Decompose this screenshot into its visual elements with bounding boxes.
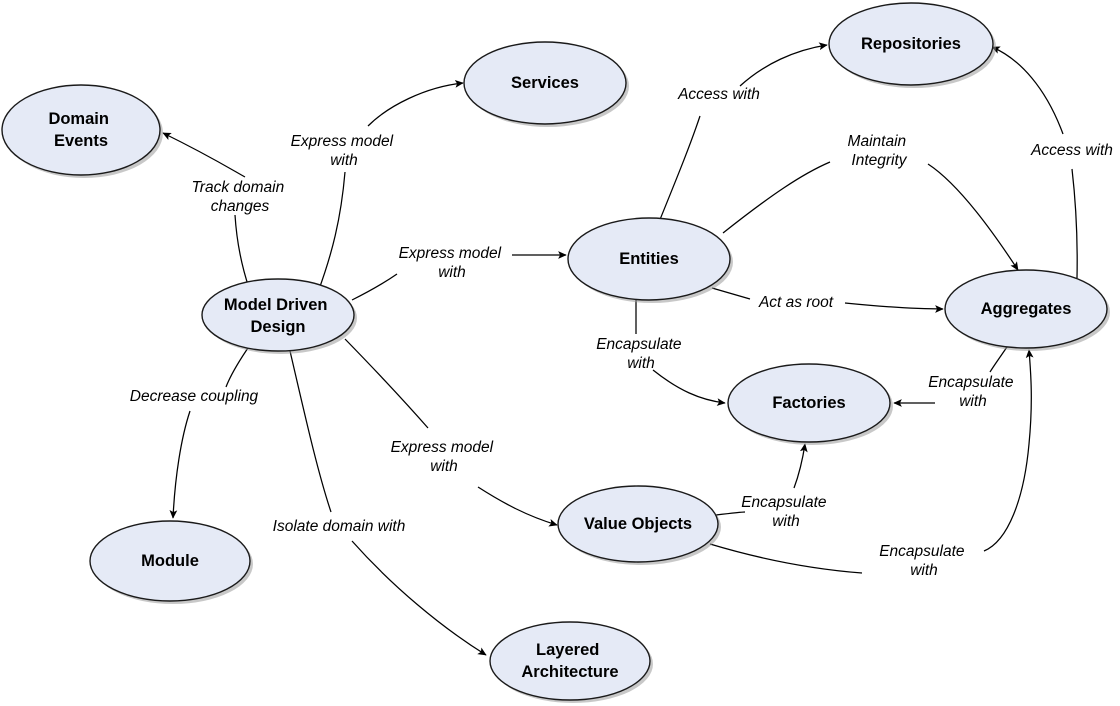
edge-express-model-with-services: Express model with xyxy=(291,79,464,293)
edge-path xyxy=(234,214,250,289)
edge-path xyxy=(844,302,944,313)
edge-path xyxy=(793,443,808,489)
edge-express-model-with-value-objects: Express model with xyxy=(344,338,558,527)
edge-path xyxy=(1071,168,1078,279)
node-shape[interactable] xyxy=(489,621,651,701)
edge-path xyxy=(722,161,831,234)
node-entities[interactable]: Entities xyxy=(567,217,733,303)
edge-access-with-repositories: Access with xyxy=(658,42,828,223)
edge-label: Track domain changes xyxy=(191,179,288,215)
edge-express-model-with-entities: Express model with xyxy=(351,245,567,301)
edge-label: Access with xyxy=(1030,142,1113,159)
edge-access-with-aggregates: Access with xyxy=(991,46,1113,279)
edge-maintain-integrity: Maintain Integrity xyxy=(722,133,1019,271)
edge-isolate-domain-with: Isolate domain with xyxy=(273,350,487,656)
edge-path xyxy=(169,410,191,519)
edge-decrease-coupling: Decrease coupling xyxy=(130,344,259,519)
edge-label: Encapsulate with xyxy=(596,336,686,372)
edge-path xyxy=(739,42,828,87)
node-shape[interactable] xyxy=(89,520,251,602)
node-shape[interactable] xyxy=(201,278,355,352)
node-shape[interactable] xyxy=(557,485,719,563)
node-shape[interactable] xyxy=(567,217,731,301)
edge-label: Express model with xyxy=(291,133,398,169)
edge-path xyxy=(477,486,558,527)
edge-path xyxy=(658,115,701,223)
edge-path xyxy=(344,338,429,429)
edge-path xyxy=(351,273,398,301)
edge-label: Express model with xyxy=(399,245,506,281)
edge-track-domain-changes: Track domain changes xyxy=(162,132,288,289)
edge-path xyxy=(652,369,726,406)
node-factories[interactable]: Factories xyxy=(727,363,893,445)
edge-label: Express model with xyxy=(391,439,498,475)
edge-path xyxy=(989,346,1008,373)
node-aggregates[interactable]: Aggregates xyxy=(944,269,1110,351)
node-repositories[interactable]: Repositories xyxy=(828,2,996,88)
node-module[interactable]: Module xyxy=(89,520,253,604)
node-domain-events[interactable]: Domain Events xyxy=(1,84,163,178)
edge-encapsulate-with-entities-factories: Encapsulate with xyxy=(596,299,726,406)
edge-path xyxy=(991,46,1064,135)
node-shape[interactable] xyxy=(727,363,891,443)
edge-act-as-root: Act as root xyxy=(711,287,944,313)
edge-label: Access with xyxy=(677,86,760,103)
edge-path xyxy=(162,132,246,178)
node-shape[interactable] xyxy=(1,84,161,176)
edge-encapsulate-with-vo-factories: Encapsulate with xyxy=(715,443,831,530)
node-shape[interactable] xyxy=(463,41,627,125)
node-shape[interactable] xyxy=(944,269,1108,349)
edge-path xyxy=(351,540,487,656)
edge-path xyxy=(711,287,751,300)
edge-path xyxy=(715,511,746,516)
node-layered-architecture[interactable]: Layered Architecture xyxy=(489,621,653,703)
edge-path xyxy=(927,163,1019,271)
edge-path xyxy=(709,543,863,574)
edge-path xyxy=(289,350,332,513)
edge-path xyxy=(367,79,464,127)
node-services[interactable]: Services xyxy=(463,41,629,127)
edge-label: Act as root xyxy=(758,294,834,311)
edge-label: Maintain Integrity xyxy=(848,133,911,169)
edge-encapsulate-with-aggregates-factories: Encapsulate with xyxy=(893,346,1018,410)
edge-label: Encapsulate with xyxy=(879,543,969,579)
edge-label: Decrease coupling xyxy=(130,388,259,405)
edge-label: Isolate domain with xyxy=(273,518,406,535)
node-value-objects[interactable]: Value Objects xyxy=(557,485,721,565)
edge-label: Encapsulate with xyxy=(928,374,1018,410)
edge-path xyxy=(225,344,251,388)
node-model-driven-design[interactable]: Model Driven Design xyxy=(201,278,357,354)
edge-path xyxy=(317,171,346,293)
edge-label: Encapsulate with xyxy=(741,494,831,530)
edge-path xyxy=(983,349,1034,552)
node-shape[interactable] xyxy=(828,2,994,86)
